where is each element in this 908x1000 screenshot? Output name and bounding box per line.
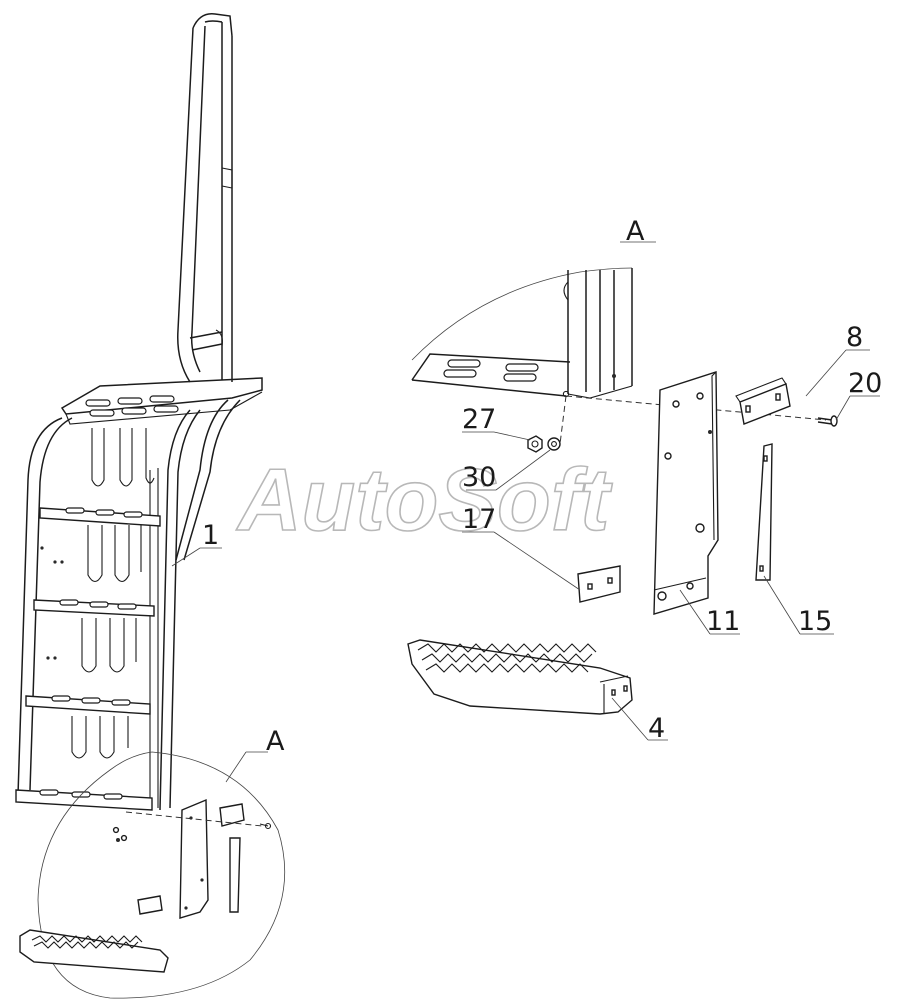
label-8: 8 (846, 322, 863, 353)
detail-circle-a (19, 751, 286, 999)
platform-slots (85, 395, 179, 417)
label-27: 27 (462, 404, 496, 435)
label-a-main: A (626, 216, 645, 247)
label-30: 30 (462, 462, 496, 493)
part-17-plate (577, 565, 621, 603)
callout-labels: A A 1 4 8 11 15 17 20 27 30 (202, 216, 882, 757)
leader-lines (171, 241, 880, 741)
label-4: 4 (648, 713, 665, 744)
step-cutouts (71, 428, 155, 759)
part-8-bracket (735, 377, 791, 425)
part-27-nut (527, 435, 543, 453)
part-20-bolt (817, 415, 838, 427)
part-30-washer (547, 437, 561, 451)
part-4-step (407, 639, 633, 715)
label-1: 1 (202, 520, 219, 551)
label-15: 15 (798, 606, 832, 637)
label-20: 20 (848, 368, 882, 399)
part-11-plate (653, 371, 719, 615)
ladder-assembly (15, 13, 263, 811)
part-15-strip (755, 443, 773, 581)
label-17: 17 (462, 504, 496, 535)
label-11: 11 (706, 606, 740, 637)
detail-view-a (407, 267, 838, 715)
watermark-text: AutoSoft (236, 450, 613, 549)
label-a-detail: A (266, 726, 285, 757)
